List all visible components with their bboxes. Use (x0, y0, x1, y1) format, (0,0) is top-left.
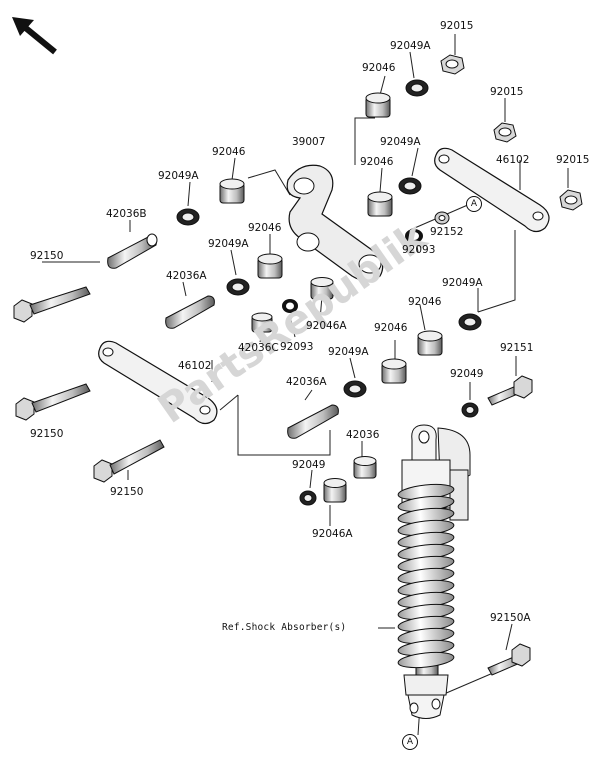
label-92152: 92152 (430, 226, 464, 238)
label-92150-low: 92150 (110, 486, 144, 498)
label-92049A-right: 92049A (442, 277, 483, 289)
bearing-92046-upper (367, 191, 393, 217)
label-92150-mid: 92150 (30, 428, 64, 440)
label-42036B: 42036B (106, 208, 147, 220)
label-92093-right: 92093 (402, 244, 436, 256)
seal-92049-right (461, 402, 479, 418)
rod-tie-46102-left (98, 340, 218, 425)
washer-92152 (434, 211, 450, 225)
label-39007: 39007 (292, 136, 326, 148)
sleeve-42036 (353, 456, 377, 479)
label-42036A-right: 42036A (286, 376, 327, 388)
label-92046-top: 92046 (362, 62, 396, 74)
rocker-arm-39007 (286, 164, 384, 282)
label-92151: 92151 (500, 342, 534, 354)
label-92046-right: 92046 (408, 296, 442, 308)
label-92150-left: 92150 (30, 250, 64, 262)
sleeve-42036A-left (165, 295, 215, 329)
label-92015-mid: 92015 (490, 86, 524, 98)
shock-spring (397, 483, 455, 669)
seal-92049A-top (405, 79, 429, 97)
label-92046-mid: 92046 (248, 222, 282, 234)
seal-92049-low (299, 490, 317, 506)
label-92015-top: 92015 (440, 20, 474, 32)
flange-nut-92015-top (440, 54, 465, 75)
label-46102-left: 46102 (178, 360, 212, 372)
label-92093-left: 92093 (280, 341, 314, 353)
bearing-92046-lower (381, 358, 407, 384)
label-92049A-upper: 92049A (380, 136, 421, 148)
sleeve-42036A-right (287, 404, 339, 439)
label-92046-upper: 92046 (360, 156, 394, 168)
shock-absorber (397, 424, 471, 719)
bolt-92150-left (13, 286, 91, 323)
flange-nut-92015-right (559, 189, 583, 211)
bolt-92150-low (93, 439, 165, 483)
seal-92049A-left (176, 208, 200, 226)
label-92046-left: 92046 (212, 146, 246, 158)
callout-a-upper: A (466, 196, 482, 212)
bolt-92151 (487, 375, 533, 406)
bearing-92046-top (365, 92, 391, 118)
label-92049A-lower: 92049A (328, 346, 369, 358)
seal-92049A-right (458, 313, 482, 331)
callout-a-lower: A (402, 734, 418, 750)
collar-92093-right (405, 229, 423, 243)
label-92046A-low: 92046A (312, 528, 353, 540)
rod-tie-46102-right (434, 147, 550, 233)
leader-lines (41, 34, 569, 736)
bearing-92046A-mid (310, 277, 334, 300)
label-42036A-left: 42036A (166, 270, 207, 282)
flange-nut-92015-mid (493, 122, 517, 143)
label-92046A-mid: 92046A (306, 320, 347, 332)
label-92049A-mid: 92049A (208, 238, 249, 250)
seal-92049A-upper (398, 177, 422, 195)
label-92049A-left: 92049A (158, 170, 199, 182)
collar-92093-left (282, 299, 298, 313)
label-42036C: 42036C (238, 342, 279, 354)
label-92046-lower: 92046 (374, 322, 408, 334)
label-92049A-top: 92049A (390, 40, 431, 52)
bolt-92150A (487, 643, 531, 676)
label-92049-low: 92049 (292, 459, 326, 471)
direction-arrow-icon (12, 17, 57, 55)
bearing-92046-right (417, 330, 443, 356)
label-92150A: 92150A (490, 612, 531, 624)
spring-coil (397, 651, 455, 669)
reference-note: Ref.Shock Absorber(s) (222, 622, 347, 633)
seal-92049A-mid (226, 278, 250, 296)
label-92015-right: 92015 (556, 154, 590, 166)
seal-92049A-lower (343, 380, 367, 398)
label-92049-right: 92049 (450, 368, 484, 380)
bearing-92046-left (219, 178, 245, 204)
bolt-92150-mid (15, 383, 91, 421)
label-46102-right: 46102 (496, 154, 530, 166)
sleeve-42036C (251, 312, 273, 333)
bearing-92046A-low (323, 478, 347, 503)
label-42036: 42036 (346, 429, 380, 441)
bearing-92046-mid (257, 253, 283, 279)
sleeve-42036B (107, 233, 158, 269)
